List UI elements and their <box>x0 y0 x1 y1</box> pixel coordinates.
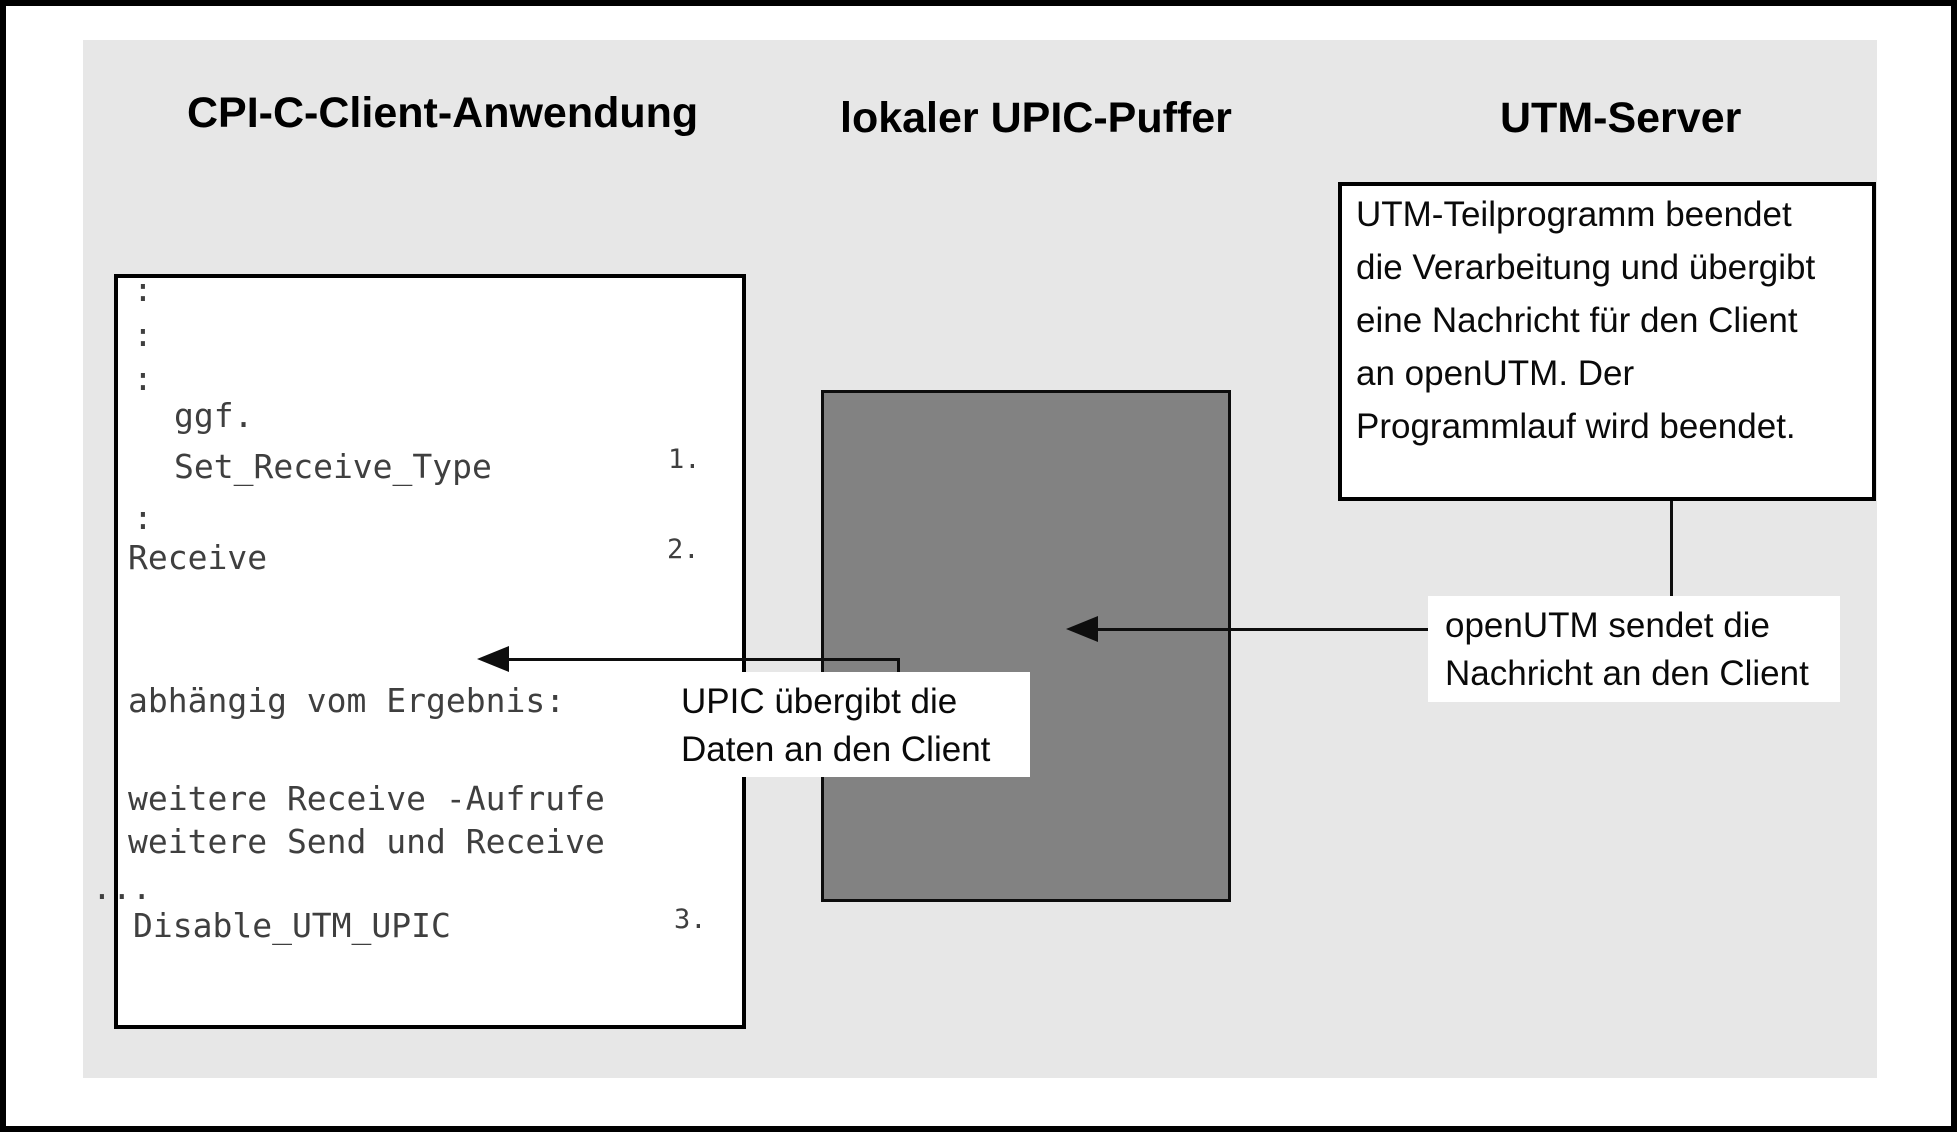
label-upic-passes-data: UPIC übergibt die Daten an den Client <box>659 672 1030 777</box>
code-line: weitere Send und Receive <box>128 822 605 861</box>
arrowhead-buffer-to-client-icon <box>477 646 509 672</box>
upic-buffer-box <box>821 390 1231 902</box>
header-cpic-client-application: CPI-C-Client-Anwendung <box>187 89 699 137</box>
code-line: ggf. <box>174 396 254 435</box>
code-line: : <box>133 359 153 398</box>
utm-server-text-box: UTM-Teilprogramm beendet die Verarbeitun… <box>1338 182 1876 501</box>
client-code-box <box>114 274 746 1029</box>
arrow-line-buffer-to-client <box>508 658 900 661</box>
code-line: : <box>133 498 153 537</box>
step-number: 1. <box>668 444 701 475</box>
code-line: Disable_UTM_UPIC <box>133 906 451 945</box>
code-line: : <box>133 315 153 354</box>
code-line: abhängig vom Ergebnis: <box>128 681 566 720</box>
step-number: 3. <box>674 904 707 935</box>
step-number: 2. <box>667 534 700 565</box>
header-local-upic-buffer: lokaler UPIC-Puffer <box>840 94 1232 142</box>
code-line: ... <box>92 868 152 907</box>
label-openutm-sends-message: openUTM sendet die Nachricht an den Clie… <box>1428 596 1840 702</box>
code-line: Set_Receive_Type <box>174 447 492 486</box>
code-line: : <box>133 270 153 309</box>
arrow-line-server-to-buffer <box>1096 628 1428 631</box>
code-line: Receive <box>128 538 268 577</box>
arrowhead-server-to-buffer-icon <box>1066 616 1098 642</box>
header-utm-server: UTM-Server <box>1500 94 1742 142</box>
code-line: weitere Receive -Aufrufe <box>128 779 605 818</box>
server-box-connector-line <box>1670 501 1673 598</box>
arrow-end-tick <box>897 658 900 672</box>
